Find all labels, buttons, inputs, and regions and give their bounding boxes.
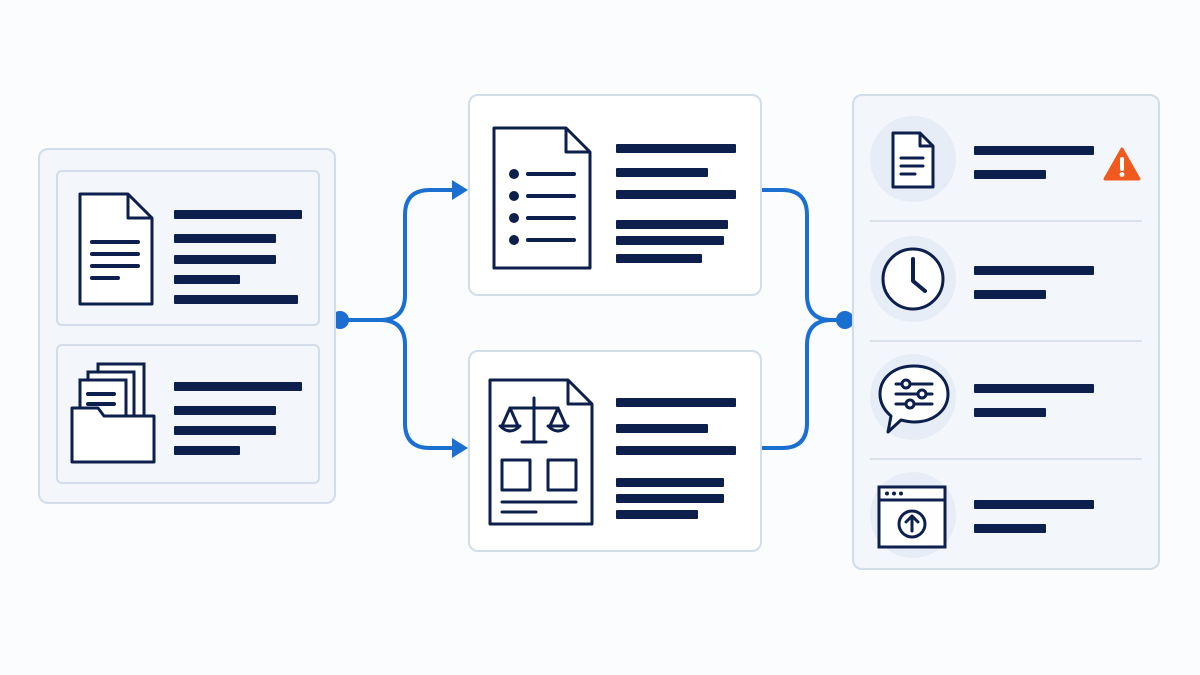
text-line — [974, 524, 1046, 533]
text-line — [974, 290, 1046, 299]
split-connector-bottom — [338, 318, 454, 450]
browser-upload-icon — [877, 485, 947, 549]
arrowhead-top — [452, 180, 468, 200]
text-line — [616, 478, 724, 487]
text-line — [174, 406, 276, 415]
text-line — [616, 510, 698, 519]
merge-connector-bottom — [760, 318, 847, 450]
clock-icon — [881, 247, 945, 311]
text-line — [616, 446, 736, 455]
output-row-chat[interactable] — [854, 342, 1158, 458]
text-line — [616, 144, 736, 153]
document-icon — [78, 192, 154, 306]
input-panel — [38, 148, 336, 504]
processing-card-legal[interactable] — [468, 350, 762, 552]
processing-card-checklist[interactable] — [468, 94, 762, 296]
split-connector-top — [338, 188, 454, 322]
text-line — [616, 494, 724, 503]
text-line — [616, 424, 708, 433]
text-line — [616, 254, 702, 263]
output-row-upload[interactable] — [854, 460, 1158, 570]
text-line — [974, 408, 1046, 417]
merge-node — [836, 311, 854, 329]
text-line — [616, 220, 728, 229]
input-item-folder[interactable] — [56, 344, 320, 484]
output-row-clock[interactable] — [854, 222, 1158, 340]
text-line — [174, 446, 240, 455]
text-line — [974, 266, 1094, 275]
text-line — [974, 146, 1094, 155]
text-line — [974, 170, 1046, 179]
output-row-document[interactable] — [854, 96, 1158, 220]
arrowhead-bottom — [452, 438, 468, 458]
document-icon — [891, 131, 935, 189]
chat-settings-icon — [878, 364, 950, 434]
row-divider — [870, 340, 1142, 342]
checklist-document-icon — [492, 126, 592, 270]
row-divider — [870, 458, 1142, 460]
row-divider — [870, 220, 1142, 222]
input-item-document[interactable] — [56, 170, 320, 326]
legal-document-icon — [488, 378, 594, 526]
text-line — [174, 255, 276, 264]
text-line — [174, 210, 302, 219]
text-line — [616, 236, 724, 245]
text-line — [174, 234, 276, 243]
text-line — [616, 190, 736, 199]
merge-connector-top — [760, 188, 847, 322]
text-line — [174, 382, 302, 391]
folder-files-icon — [70, 362, 156, 464]
text-line — [616, 398, 736, 407]
output-panel — [852, 94, 1160, 570]
text-line — [974, 384, 1094, 393]
warning-icon — [1103, 147, 1141, 181]
text-line — [174, 295, 298, 304]
text-line — [174, 426, 276, 435]
text-line — [616, 168, 708, 177]
text-line — [174, 275, 240, 284]
text-line — [974, 500, 1094, 509]
